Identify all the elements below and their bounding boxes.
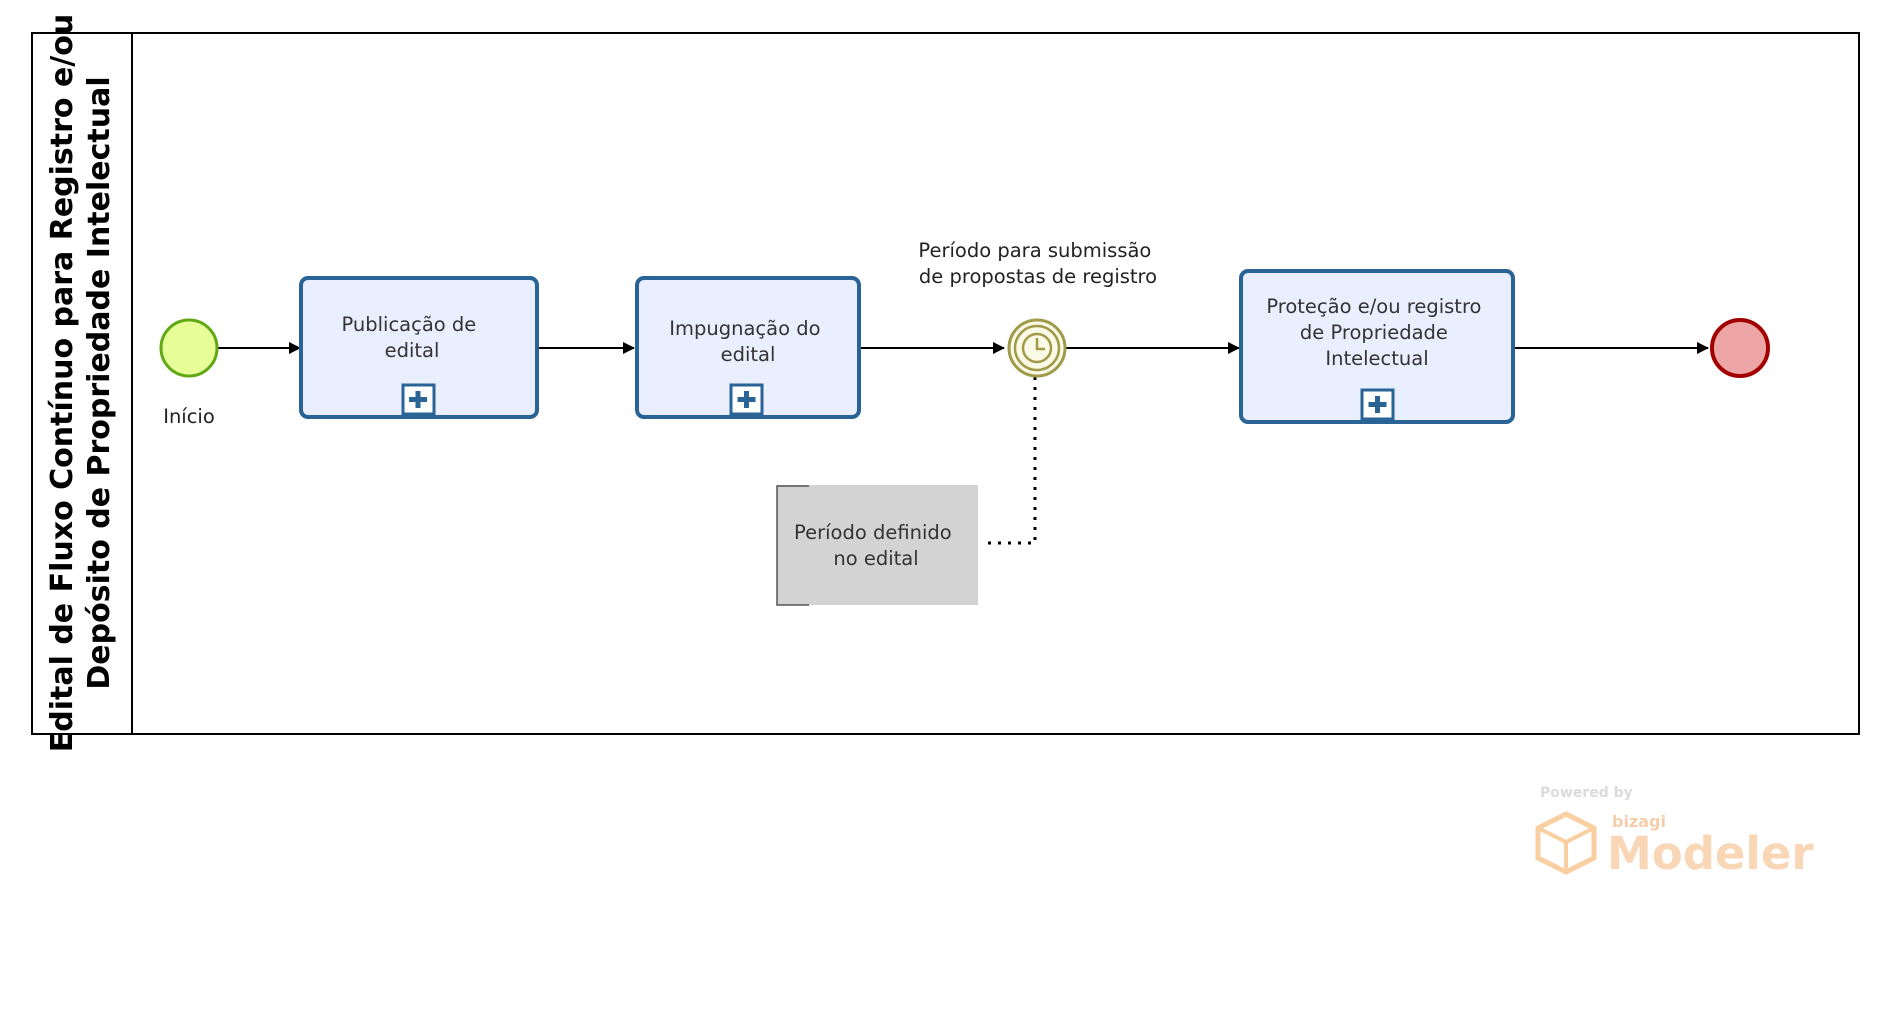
text-annotation[interactable]: Período definido no edital — [776, 485, 978, 606]
subprocess-expand-icon[interactable] — [1360, 388, 1395, 421]
task-protecao-label: Proteção e/ou registro de Propriedade In… — [1266, 295, 1487, 370]
timer-event[interactable]: Período para submissão de propostas de r… — [918, 239, 1157, 378]
task-impugnacao-edital[interactable]: Impugnação do edital — [635, 276, 861, 419]
task-impugnacao-label: Impugnação do edital — [669, 317, 826, 366]
clock-icon — [1021, 332, 1053, 364]
association-connector[interactable] — [982, 377, 1037, 545]
subprocess-expand-icon[interactable] — [401, 383, 436, 416]
annotation-label: Período definido no edital — [794, 521, 958, 570]
end-event[interactable] — [1710, 318, 1770, 378]
watermark-product: Modeler — [1607, 827, 1814, 880]
watermark-brand: bizagi — [1612, 812, 1666, 831]
timer-event-label: Período para submissão de propostas de r… — [918, 239, 1157, 288]
bizagi-logo-icon — [1535, 811, 1597, 875]
bizagi-watermark: Powered by bizagi Modeler — [1535, 785, 1814, 880]
pool-title: Edital de Fluxo Contínuo para Registro e… — [45, 14, 117, 752]
pool-title-line2: Depósito de Propriedade Intelectual — [82, 76, 117, 689]
task-publicacao-label: Publicação de edital — [341, 313, 482, 362]
watermark-powered-by: Powered by — [1540, 785, 1633, 801]
start-event[interactable]: Início — [159, 318, 219, 428]
subprocess-expand-icon[interactable] — [729, 383, 764, 416]
pool-title-line1: Edital de Fluxo Contínuo para Registro e… — [45, 14, 80, 752]
task-publicacao-edital[interactable]: Publicação de edital — [299, 276, 539, 419]
start-event-label: Início — [163, 405, 215, 428]
task-protecao-registro[interactable]: Proteção e/ou registro de Propriedade In… — [1239, 269, 1515, 424]
